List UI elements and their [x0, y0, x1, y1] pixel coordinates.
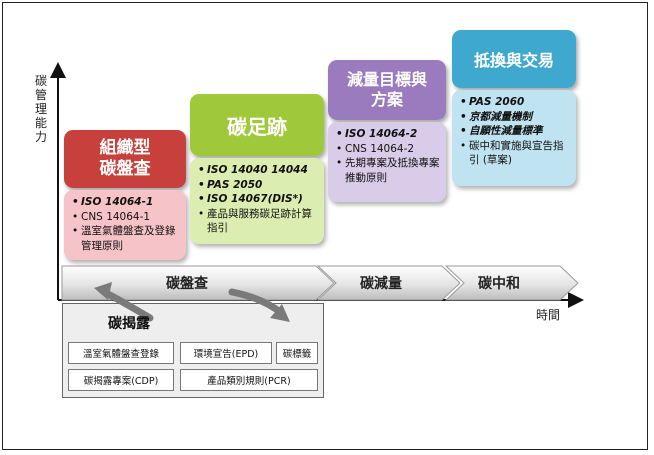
stage-1-title-line-2: 碳盤查 [99, 159, 151, 179]
stage-2-item-4: 產品與服務碳足跡計算指引 [198, 207, 318, 236]
disclosure-title: 碳揭露 [108, 316, 150, 332]
stage-4-item-2: 京都減量機制 [460, 110, 570, 125]
stage-3-title: 減量目標與 方案 [328, 60, 446, 120]
stage-2-body: ISO 14040 14044 PAS 2050 ISO 14067(DIS*)… [190, 158, 324, 244]
stage-2-item-2: PAS 2050 [198, 178, 318, 193]
timeline-segment-2-shape [316, 265, 461, 301]
stage-3-item-1: ISO 14064-2 [336, 127, 440, 142]
disclosure-cell-3: 碳標籤 [276, 342, 318, 364]
stage-2-title: 碳足跡 [190, 94, 324, 156]
stage-2-title-line-1: 碳足跡 [227, 114, 287, 139]
stage-4-title: 抵換與交易 [452, 30, 576, 88]
stage-4-item-1: PAS 2060 [460, 95, 570, 110]
curved-arrow-left-head-icon [94, 282, 112, 300]
y-axis-label: 碳管理能力 [34, 74, 47, 144]
disclosure-cell-4: 碳揭露專案(CDP) [68, 369, 174, 391]
stage-3-item-2: CNS 14064-2 [336, 142, 440, 157]
disclosure-cell-5: 產品類別規則(PCR) [180, 369, 318, 391]
stage-3-title-line-1: 減量目標與 [346, 70, 427, 89]
stage-1-item-3: 溫室氣體盤查及登錄管理原則 [72, 224, 180, 253]
stage-1-body: ISO 14064-1 CNS 14064-1 溫室氣體盤查及登錄管理原則 [64, 190, 186, 260]
curved-arrow-right-icon [228, 288, 284, 316]
stage-4-body: PAS 2060 京都減量機制 自願性減量標準 碳中和實施與宣告指引 (草案) [452, 90, 576, 186]
stage-2-item-3: ISO 14067(DIS*) [198, 192, 318, 207]
stage-4-item-4: 碳中和實施與宣告指引 (草案) [460, 139, 570, 168]
x-axis-label: 時間 [536, 308, 561, 322]
stage-3-body: ISO 14064-2 CNS 14064-2 先期專案及抵換專案推動原則 [328, 122, 446, 202]
stage-1-item-1: ISO 14064-1 [72, 195, 180, 210]
curved-arrow-right-head-icon [270, 304, 290, 322]
diagram-frame [2, 2, 648, 450]
stage-1-title-line-1: 組織型 [99, 138, 151, 158]
stage-1-title: 組織型 碳盤查 [64, 130, 186, 188]
timeline-segment-1-shape [61, 265, 335, 301]
timeline-segment-2: 碳減量 [360, 276, 402, 292]
stage-2-item-1: ISO 14040 14044 [198, 163, 318, 178]
stage-4-item-3: 自願性減量標準 [460, 124, 570, 139]
stage-3-title-line-2: 方案 [370, 90, 403, 109]
stage-1-item-2: CNS 14064-1 [72, 210, 180, 225]
disclosure-cell-1: 溫室氣體盤查登錄 [68, 342, 174, 364]
timeline-segment-3: 碳中和 [478, 276, 520, 292]
timeline-segment-1: 碳盤查 [166, 276, 208, 292]
timeline-segment-3-shape [444, 265, 579, 301]
disclosure-cell-2: 環境宣告(EPD) [180, 342, 272, 364]
stage-3-item-3: 先期專案及抵換專案推動原則 [336, 156, 440, 185]
stage-4-title-line-1: 抵換與交易 [473, 51, 554, 70]
